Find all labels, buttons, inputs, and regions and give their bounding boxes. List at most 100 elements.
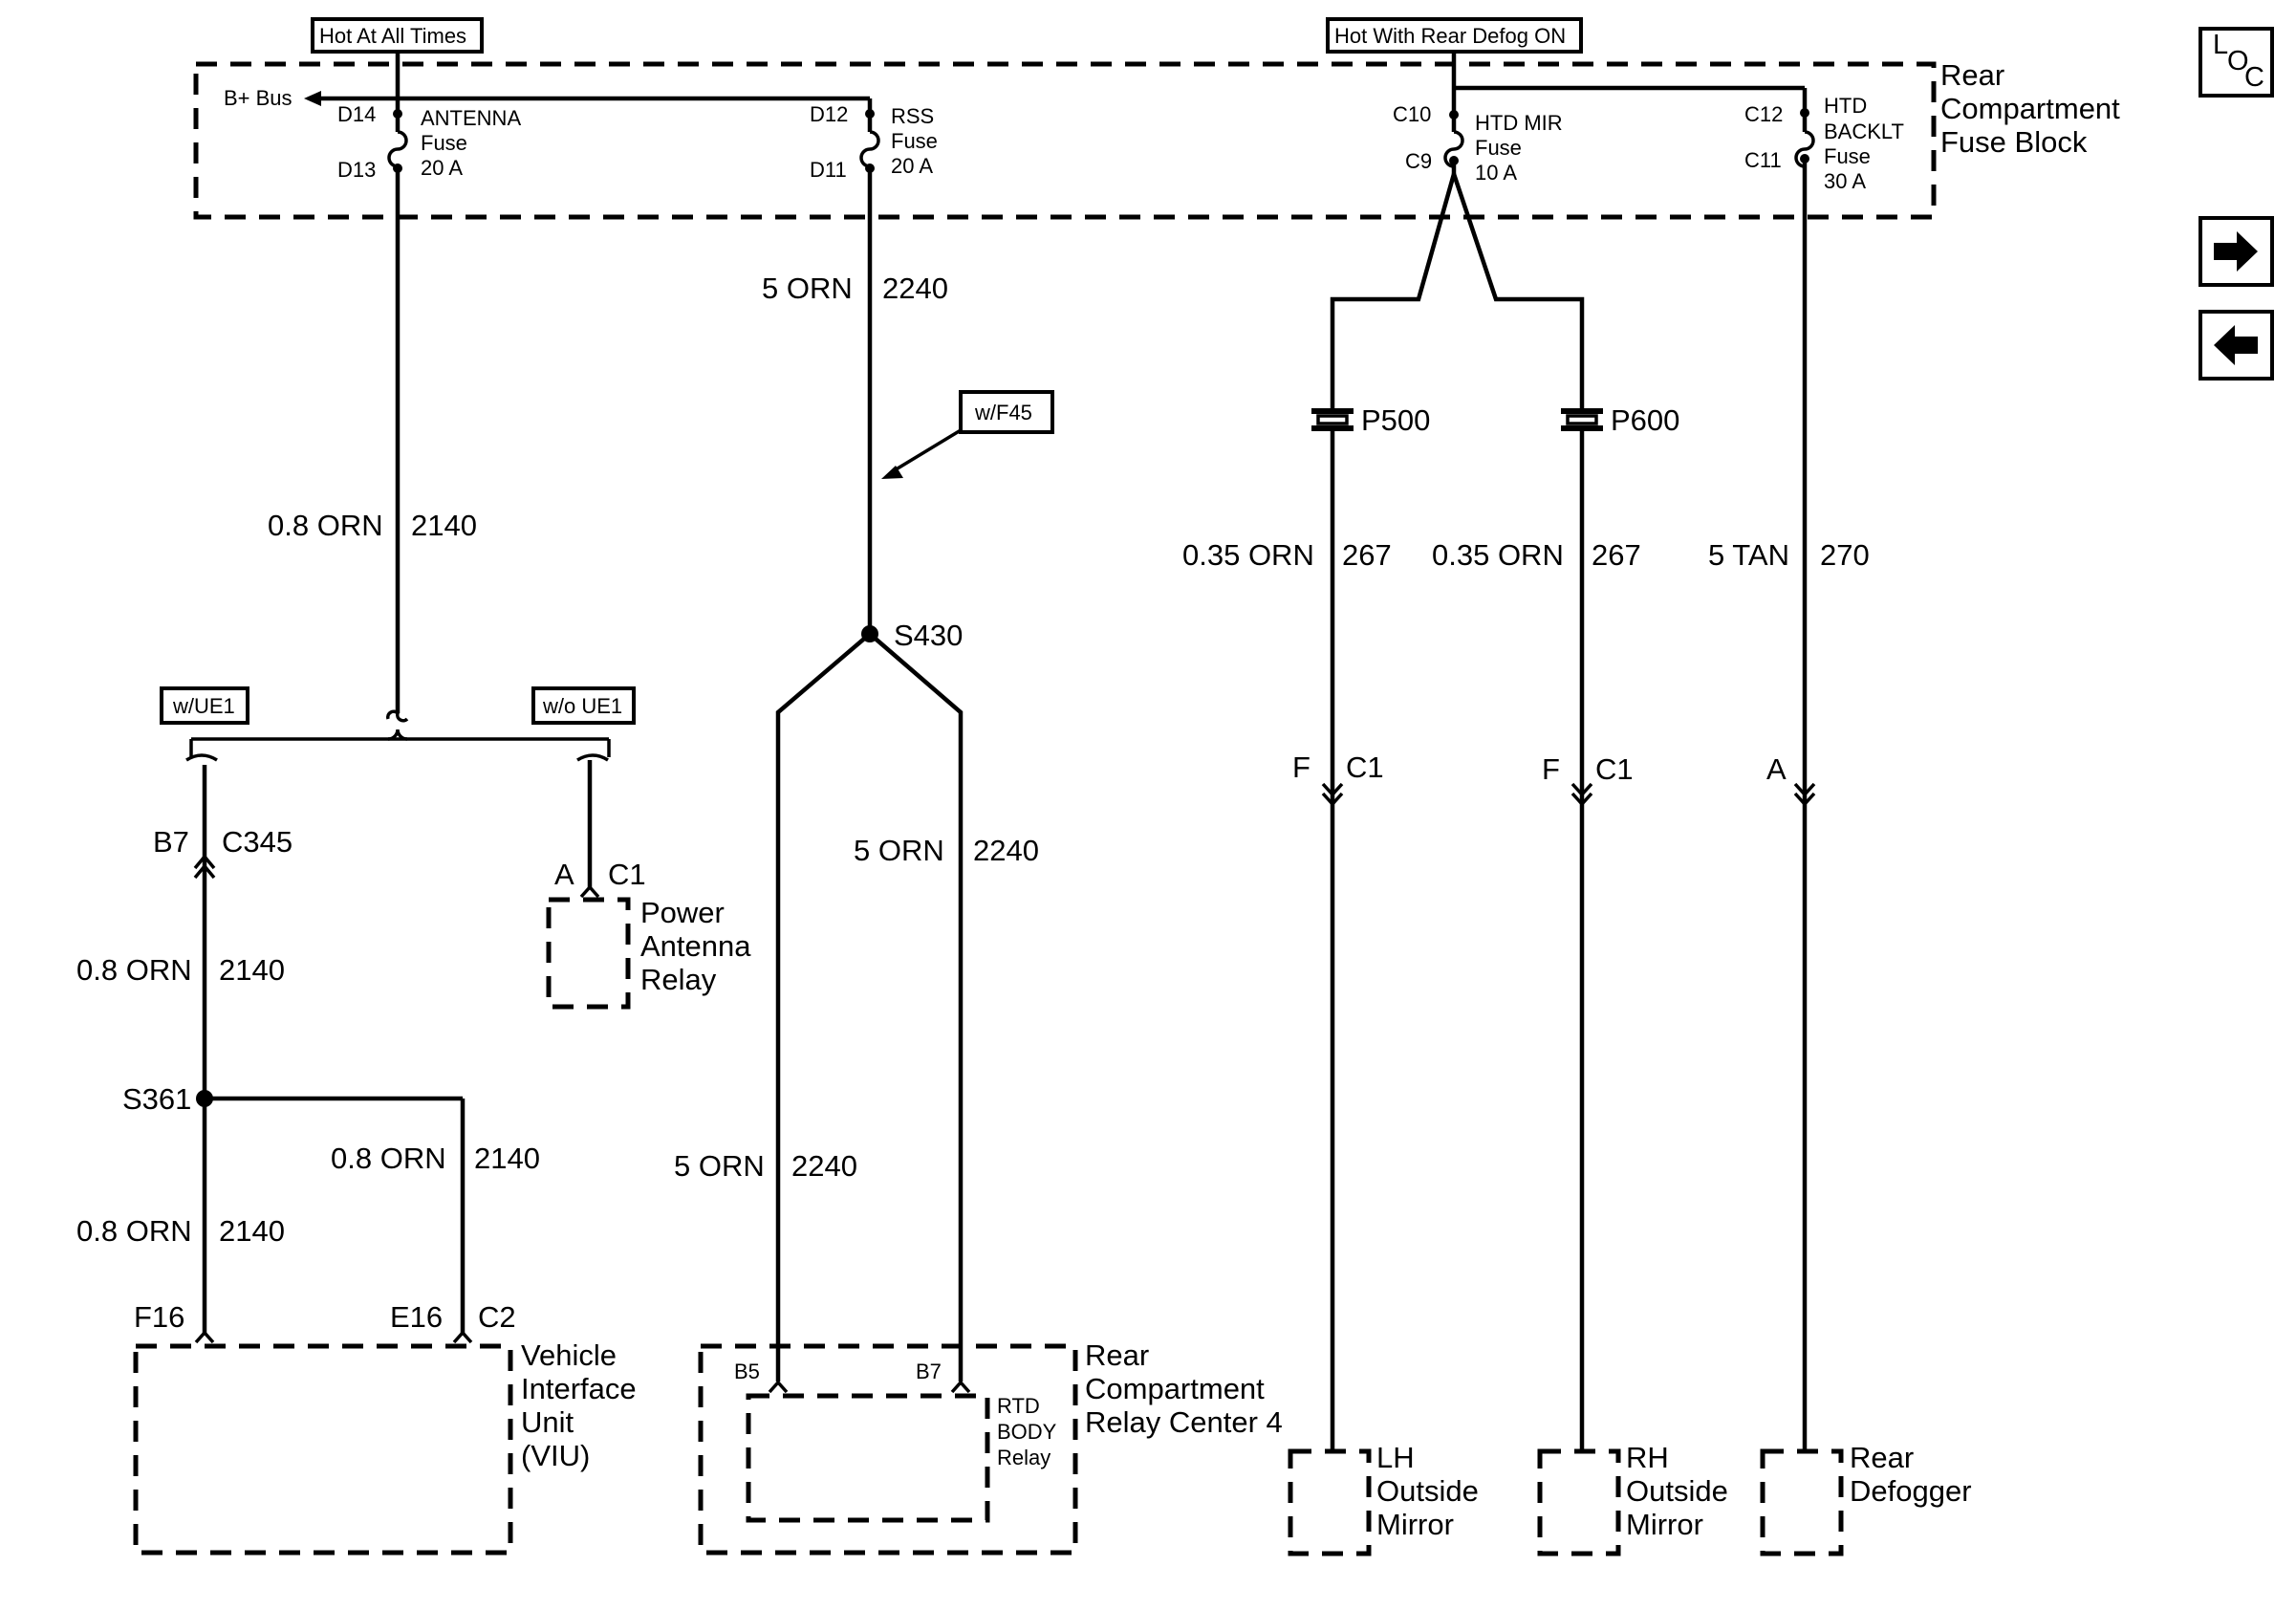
rh-c1-connector-icon bbox=[1570, 782, 1593, 807]
rss-top-pin: D12 bbox=[810, 102, 848, 126]
relay-conn: C1 bbox=[608, 858, 646, 891]
c345-label: C345 bbox=[222, 825, 292, 859]
next-page-button[interactable] bbox=[2199, 216, 2274, 287]
viu-branch-circuit: 2140 bbox=[474, 1142, 540, 1175]
w-ue1-box bbox=[160, 686, 249, 725]
htd-mir-fuse-icon bbox=[1443, 130, 1464, 168]
ue1-connector-icon bbox=[185, 753, 218, 762]
rcrc-label-2: Compartment bbox=[1085, 1372, 1265, 1405]
antenna-fuse-icon bbox=[387, 130, 408, 168]
rh-wire-circuit: 267 bbox=[1592, 538, 1641, 572]
htd-mir-bottom-pin: C9 bbox=[1405, 149, 1432, 173]
rcrc-label-1: Rear bbox=[1085, 1338, 1149, 1372]
rcrc-b7: B7 bbox=[916, 1360, 942, 1383]
right-arrow-icon bbox=[2214, 231, 2258, 272]
hot-at-all-times-label: Hot At All Times bbox=[319, 24, 466, 48]
s430-label: S430 bbox=[894, 619, 963, 652]
htd-backlt-fuse-type: Fuse bbox=[1824, 144, 1871, 168]
fuse-block-title-3: Fuse Block bbox=[1940, 125, 2088, 159]
rtd-relay-label-2: BODY bbox=[997, 1420, 1057, 1444]
viu-branch-gauge: 0.8 ORN bbox=[331, 1142, 446, 1175]
rh-mirror-feed-wire bbox=[1451, 173, 1585, 413]
viu-lower-circuit: 2140 bbox=[219, 1214, 285, 1248]
bplus-bus-label: B+ Bus bbox=[224, 86, 292, 110]
wo-ue1-label: w/o UE1 bbox=[542, 694, 622, 718]
w-ue1-label: w/UE1 bbox=[172, 694, 235, 718]
w-f45-arrow-icon bbox=[881, 466, 903, 479]
viu-label-2: Interface bbox=[521, 1372, 637, 1405]
w-f45-box bbox=[959, 390, 1054, 434]
lh-wire-gauge: 0.35 ORN bbox=[1182, 538, 1314, 572]
lh-mirror-label-1: LH bbox=[1376, 1441, 1415, 1474]
rear-defogger bbox=[1760, 1448, 1844, 1556]
htd-backlt-bottom-pin: C11 bbox=[1744, 148, 1782, 172]
rh-wire-gauge: 0.35 ORN bbox=[1432, 538, 1564, 572]
locator-button[interactable]: L O C bbox=[2199, 27, 2274, 98]
loc-letter-c: C bbox=[2244, 62, 2264, 93]
antenna-top-pin: D14 bbox=[337, 102, 376, 126]
viu-label-4: (VIU) bbox=[521, 1439, 590, 1472]
antenna-wire-circuit: 2140 bbox=[411, 509, 477, 542]
left-arrow-icon bbox=[2214, 325, 2258, 365]
rss-wire-gauge: 5 ORN bbox=[762, 272, 853, 305]
rh-pin: F bbox=[1542, 752, 1560, 786]
p500-label: P500 bbox=[1361, 403, 1430, 437]
relay-label-3: Relay bbox=[640, 963, 717, 996]
loc-letter-l: L bbox=[2213, 30, 2228, 60]
loc-letter-o: O bbox=[2227, 46, 2249, 76]
defogger-wire-circuit: 270 bbox=[1820, 538, 1870, 572]
lh-c1-connector-icon bbox=[1321, 782, 1344, 807]
s361-label: S361 bbox=[122, 1082, 191, 1116]
rh-mirror-label-3: Mirror bbox=[1626, 1508, 1703, 1541]
htd-mir-top-pin: C10 bbox=[1393, 102, 1431, 126]
rss-wire-circuit: 2240 bbox=[882, 272, 948, 305]
relay-pin-icon bbox=[579, 884, 600, 899]
viu-lower-gauge: 0.8 ORN bbox=[76, 1214, 192, 1248]
rtd-body-relay bbox=[746, 1393, 990, 1523]
defogger-pin: A bbox=[1766, 752, 1787, 786]
viu-c2: C2 bbox=[478, 1300, 516, 1334]
rtd-relay-label-3: Relay bbox=[997, 1446, 1051, 1469]
rss-bottom-pin: D11 bbox=[810, 158, 847, 182]
defogger-wire-gauge: 5 TAN bbox=[1708, 538, 1789, 572]
rss-right-circuit: 2240 bbox=[973, 834, 1039, 867]
htd-mir-fuse-type: Fuse bbox=[1475, 136, 1522, 160]
rss-fuse-icon bbox=[859, 130, 880, 168]
defogger-label-2: Defogger bbox=[1850, 1474, 1972, 1508]
hot-with-rear-defog-label: Hot With Rear Defog ON bbox=[1334, 24, 1566, 48]
rcrc-b5: B5 bbox=[734, 1360, 760, 1383]
hot-at-all-times-box bbox=[311, 17, 484, 54]
viu-upper-circuit: 2140 bbox=[219, 953, 285, 987]
antenna-wire-gauge: 0.8 ORN bbox=[268, 509, 383, 542]
rss-fuse-type: Fuse bbox=[891, 129, 938, 153]
rss-right-gauge: 5 ORN bbox=[854, 834, 944, 867]
relay-label-2: Antenna bbox=[640, 929, 751, 963]
htd-mir-fuse-name: HTD MIR bbox=[1475, 111, 1563, 135]
rh-outside-mirror bbox=[1537, 1448, 1621, 1556]
relay-pin: A bbox=[554, 858, 574, 891]
antenna-fuse-rating: 20 A bbox=[421, 156, 463, 180]
antenna-fuse-type: Fuse bbox=[421, 131, 467, 155]
rss-right-wire bbox=[868, 632, 964, 1382]
lh-mirror-feed-wire bbox=[1330, 173, 1457, 413]
lh-outside-mirror bbox=[1288, 1448, 1372, 1556]
viu-upper-gauge: 0.8 ORN bbox=[76, 953, 192, 987]
viu-e16: E16 bbox=[390, 1300, 443, 1334]
lh-wire-circuit: 267 bbox=[1342, 538, 1392, 572]
w-f45-label: w/F45 bbox=[974, 401, 1032, 424]
defogger-connector-icon bbox=[1793, 782, 1816, 807]
viu-label-1: Vehicle bbox=[521, 1338, 617, 1372]
fuse-block-title-1: Rear bbox=[1940, 58, 2004, 92]
prev-page-button[interactable] bbox=[2199, 310, 2274, 381]
defogger-label-1: Rear bbox=[1850, 1441, 1914, 1474]
rss-left-gauge: 5 ORN bbox=[674, 1149, 765, 1183]
p500-connector-icon bbox=[1311, 408, 1354, 431]
bplus-arrow-icon bbox=[304, 91, 321, 106]
antenna-bottom-pin: D13 bbox=[337, 158, 376, 182]
no-ue1-connector-icon bbox=[576, 753, 609, 762]
htd-mir-fuse-rating: 10 A bbox=[1475, 161, 1517, 185]
option-split-icon bbox=[385, 709, 409, 723]
wo-ue1-box bbox=[531, 686, 636, 725]
lh-pin: F bbox=[1292, 751, 1310, 784]
